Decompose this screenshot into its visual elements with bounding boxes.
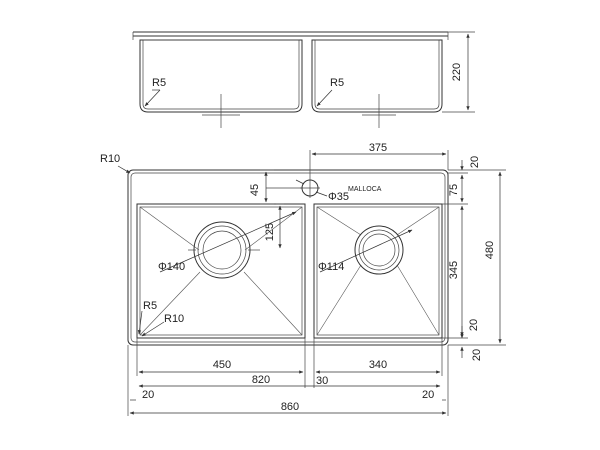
right-bowl-section — [311, 39, 443, 113]
rim-to-bowl-label: 75 — [448, 184, 460, 196]
drain-small-diameter-label: Φ114 — [318, 261, 344, 273]
tap-to-edge-width-label: 375 — [369, 142, 387, 154]
drain-small-icon — [354, 225, 404, 275]
left-bowl-section — [139, 39, 303, 113]
drain-large-diameter-label: Φ140 — [158, 261, 185, 273]
right-bowl — [313, 203, 443, 339]
sink-outline — [127, 169, 449, 346]
drain-large-icon — [193, 221, 251, 279]
total-width-label: 860 — [281, 401, 299, 413]
side-r5-left-label: R5 — [152, 77, 166, 89]
bowl-corner-r5-label: R5 — [143, 300, 157, 312]
brand-label: MALLOCA — [348, 186, 382, 193]
drain-offset-label: 125 — [264, 223, 276, 241]
divider-width-label: 30 — [316, 375, 328, 387]
bottom-rim-outer-label: 20 — [471, 349, 483, 361]
side-height-label: 220 — [451, 63, 463, 81]
top-view: Φ35 MALLOCA 45 125 Φ140 Φ114 R10 R5 R10 … — [100, 142, 506, 416]
left-bowl-width-label: 450 — [213, 359, 231, 371]
inner-corner-r10-label: R10 — [164, 313, 184, 325]
side-view: R5 R5 220 — [132, 31, 475, 128]
total-depth-label: 480 — [484, 241, 496, 259]
bowl-depth-label: 345 — [448, 261, 460, 279]
bottom-rim-inner-label: 20 — [468, 319, 480, 331]
right-bowl-width-label: 340 — [369, 359, 387, 371]
left-rim-label: 20 — [142, 389, 154, 401]
right-rim-label: 20 — [422, 389, 434, 401]
tap-hole-offset-label: 45 — [249, 184, 261, 196]
side-r5-right-label: R5 — [330, 77, 344, 89]
left-bowl — [136, 203, 306, 339]
top-rim-label: 20 — [469, 156, 481, 168]
outer-corner-r10-label: R10 — [100, 153, 120, 165]
tap-hole-diameter-label: Φ35 — [328, 191, 349, 203]
bowls-total-width-label: 820 — [252, 374, 270, 386]
